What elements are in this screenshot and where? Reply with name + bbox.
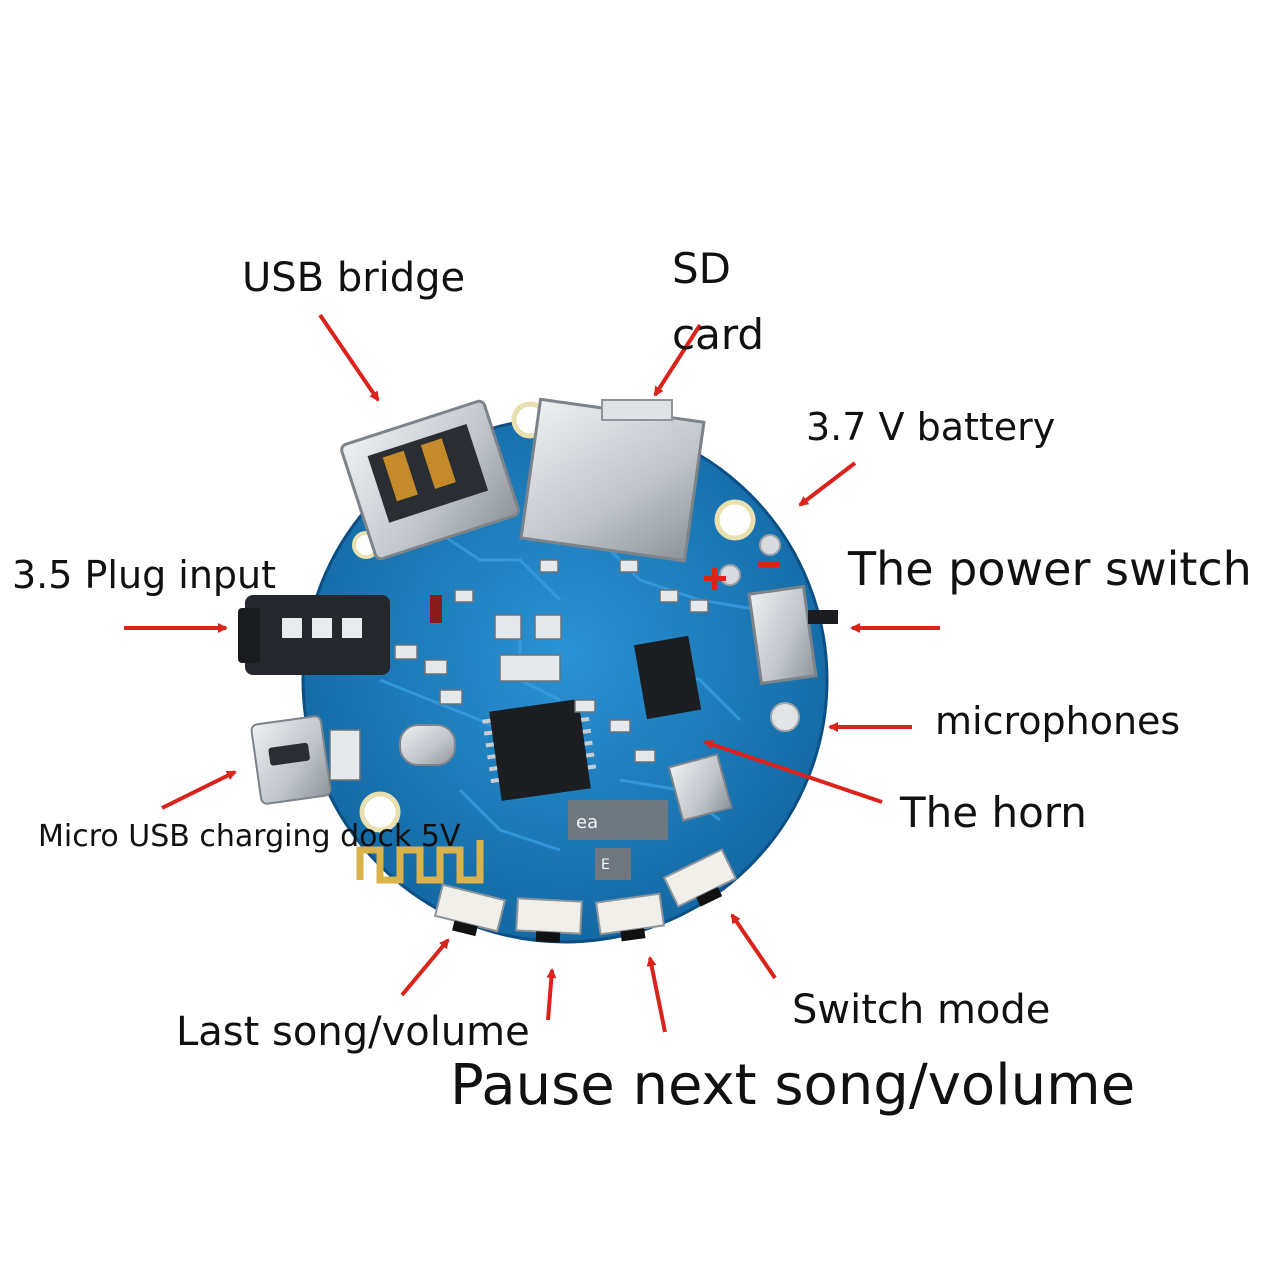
chip-label-box bbox=[595, 848, 631, 880]
horn-connector bbox=[667, 753, 733, 822]
arrow-sd-card bbox=[653, 323, 702, 397]
chip-mark-e: E bbox=[601, 857, 610, 873]
label-sd-line1: SD bbox=[672, 244, 732, 293]
arrow-horn bbox=[703, 739, 883, 804]
main-ic-chip bbox=[482, 699, 597, 801]
annotation-arrows bbox=[124, 313, 940, 1033]
amplifier-ic bbox=[633, 635, 702, 720]
microphone-element bbox=[770, 702, 800, 732]
sd-card-slot bbox=[519, 397, 706, 563]
label-usb-bridge: USB bridge bbox=[242, 255, 466, 301]
usb-a-connector bbox=[340, 399, 520, 561]
smd-components bbox=[329, 559, 709, 781]
label-last-song: Last song/volume bbox=[176, 1009, 530, 1055]
label-plug-input: 3.5 Plug input bbox=[12, 553, 277, 597]
label-battery: 3.7 V battery bbox=[806, 405, 1056, 449]
chip-mark-ea: ea bbox=[576, 812, 599, 833]
arrow-battery bbox=[798, 461, 857, 507]
label-microphones: microphones bbox=[935, 699, 1181, 743]
antenna-trace bbox=[356, 840, 484, 884]
label-switch-mode: Switch mode bbox=[792, 987, 1051, 1033]
chip-label-box bbox=[568, 800, 668, 840]
audio-jack-3-5 bbox=[238, 595, 390, 675]
label-horn: The horn bbox=[900, 788, 1087, 837]
arrow-last-song bbox=[400, 938, 450, 997]
battery-pad bbox=[759, 534, 781, 556]
arrow-micro-usb bbox=[161, 770, 237, 810]
arrow-usb-bridge bbox=[318, 313, 380, 402]
arrow-next bbox=[646, 956, 667, 1033]
battery-pad bbox=[719, 564, 741, 586]
tact-buttons bbox=[433, 848, 738, 943]
crystal-oscillator bbox=[399, 724, 456, 766]
micro-usb-port bbox=[250, 715, 332, 805]
arrow-switch-mode bbox=[730, 913, 777, 980]
mount-hole bbox=[714, 499, 756, 541]
label-micro-usb: Micro USB charging dock 5V bbox=[38, 819, 461, 854]
arrow-pause bbox=[546, 968, 557, 1021]
power-switch bbox=[747, 584, 838, 686]
label-pause-next: Pause next song/volume bbox=[450, 1053, 1136, 1118]
mount-hole bbox=[359, 791, 401, 833]
label-power-switch: The power switch bbox=[848, 542, 1252, 596]
label-sd-line2: card bbox=[672, 310, 765, 359]
